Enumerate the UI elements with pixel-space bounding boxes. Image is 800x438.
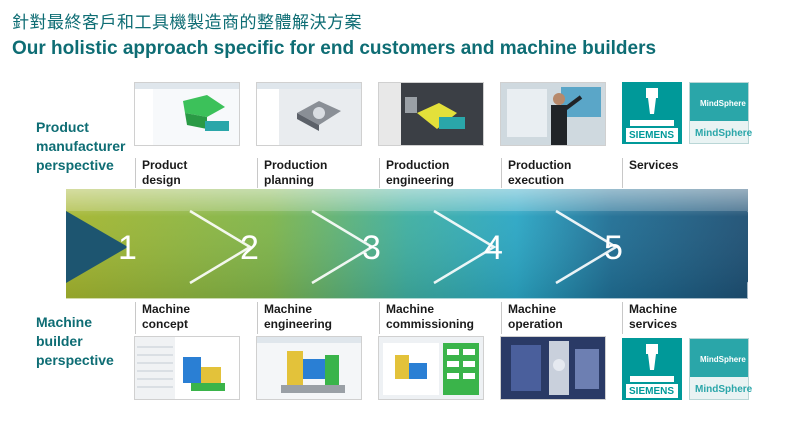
machine-concept-screenshot (134, 336, 240, 400)
stage-services: Services (622, 158, 737, 188)
mindsphere-label: MindSphere (695, 128, 753, 139)
siemens-logo-text: SIEMENS (629, 386, 675, 397)
step-number-4: 4 (484, 229, 503, 267)
stage-label-line2: concept (142, 317, 189, 331)
step-number-2: 2 (240, 229, 259, 267)
band-left-notch (66, 211, 128, 283)
machine-operation-photo (500, 336, 606, 400)
perspective-line: perspective (36, 157, 114, 173)
siemens-logo-text: SIEMENS (629, 130, 675, 141)
stage-production-execution: Production execution (501, 158, 616, 188)
step-number-1: 1 (118, 229, 137, 267)
machining-tool-icon (626, 88, 678, 142)
title-english: Our holistic approach specific for end c… (12, 38, 657, 59)
commissioning-graphic (379, 337, 483, 399)
stage-label-line1: Production (508, 158, 572, 172)
mindsphere-tile-bottom: MindSphere MindSphere (689, 338, 753, 400)
machining-tool-icon (626, 344, 678, 398)
stage-label-line1: Product (142, 158, 188, 172)
chevron-3-icon (433, 209, 497, 285)
siemens-machine-services-tile: SIEMENS (622, 338, 682, 400)
stage-label-line2: services (629, 317, 678, 331)
mindsphere-banner-text: MindSphere (700, 99, 746, 108)
perspective-line: manufacturer (36, 138, 126, 154)
mindsphere-banner-text: MindSphere (700, 355, 746, 364)
band-top-highlight (66, 189, 748, 211)
stage-label-line2: planning (264, 173, 314, 187)
machine-builder-perspective: Machine builder perspective (36, 313, 114, 370)
mindsphere-label: MindSphere (695, 384, 753, 395)
step-number-5: 5 (604, 229, 623, 267)
product-manufacturer-perspective: Product manufacturer perspective (36, 118, 125, 175)
engineering-screenshot-graphic (379, 83, 483, 145)
stage-label-line2: commissioning (386, 317, 475, 331)
concept-screenshot-graphic (135, 337, 239, 399)
mindsphere-banner: MindSphere (690, 83, 748, 121)
machine-operation-graphic (501, 337, 605, 399)
step-number-3: 3 (362, 229, 381, 267)
production-planning-screenshot (256, 82, 362, 146)
title-chinese: 針對最終客戶和工具機製造商的整體解決方案 (12, 13, 362, 33)
perspective-line: Product (36, 119, 89, 135)
stage-production-planning: Production planning (257, 158, 372, 188)
stage-label-line1: Machine (386, 302, 435, 316)
mech-engineering-graphic (257, 337, 361, 399)
stage-machine-commissioning: Machine commissioning (379, 302, 494, 334)
stage-label-line1: Production (264, 158, 328, 172)
perspective-line: perspective (36, 352, 114, 368)
stage-machine-operation: Machine operation (501, 302, 616, 334)
stage-label-line2: engineering (264, 317, 333, 331)
product-design-screenshot (134, 82, 240, 146)
stage-machine-services: Machine services (622, 302, 737, 334)
production-execution-photo (500, 82, 606, 146)
stage-label-line1: Machine (629, 302, 678, 316)
stage-label-line1: Machine (508, 302, 557, 316)
stage-label-line1: Machine (264, 302, 313, 316)
stage-product-design: Product design (135, 158, 250, 188)
stage-label-line2: operation (508, 317, 563, 331)
process-arrow-band: 1 2 3 4 5 (66, 189, 792, 300)
perspective-line: Machine (36, 314, 93, 330)
chevron-1-icon (189, 209, 253, 285)
cad-screenshot-graphic (135, 83, 239, 145)
band-outline (66, 210, 792, 300)
stage-label-line2: engineering (386, 173, 455, 187)
stage-machine-concept: Machine concept (135, 302, 250, 334)
production-engineering-screenshot (378, 82, 484, 146)
band-shine (66, 189, 748, 299)
stage-production-engineering: Production engineering (379, 158, 494, 188)
stage-label-line2: Services (629, 158, 679, 172)
mindsphere-banner: MindSphere (690, 339, 748, 377)
stage-label-line1: Machine (142, 302, 191, 316)
stage-label-line1: Production (386, 158, 450, 172)
planning-screenshot-graphic (257, 83, 361, 145)
machine-engineering-screenshot (256, 336, 362, 400)
mindsphere-tile: MindSphere MindSphere (689, 82, 753, 144)
chevron-separators (189, 209, 619, 285)
chevron-2-icon (311, 209, 375, 285)
stage-machine-engineering: Machine engineering (257, 302, 372, 334)
siemens-services-tile: SIEMENS (622, 82, 682, 144)
stage-label-line2: execution (508, 173, 565, 187)
chevron-4-icon (555, 209, 619, 285)
stage-label-line2: design (142, 173, 181, 187)
person-at-display-graphic (501, 83, 605, 145)
machine-commissioning-screenshot (378, 336, 484, 400)
perspective-line: builder (36, 333, 83, 349)
